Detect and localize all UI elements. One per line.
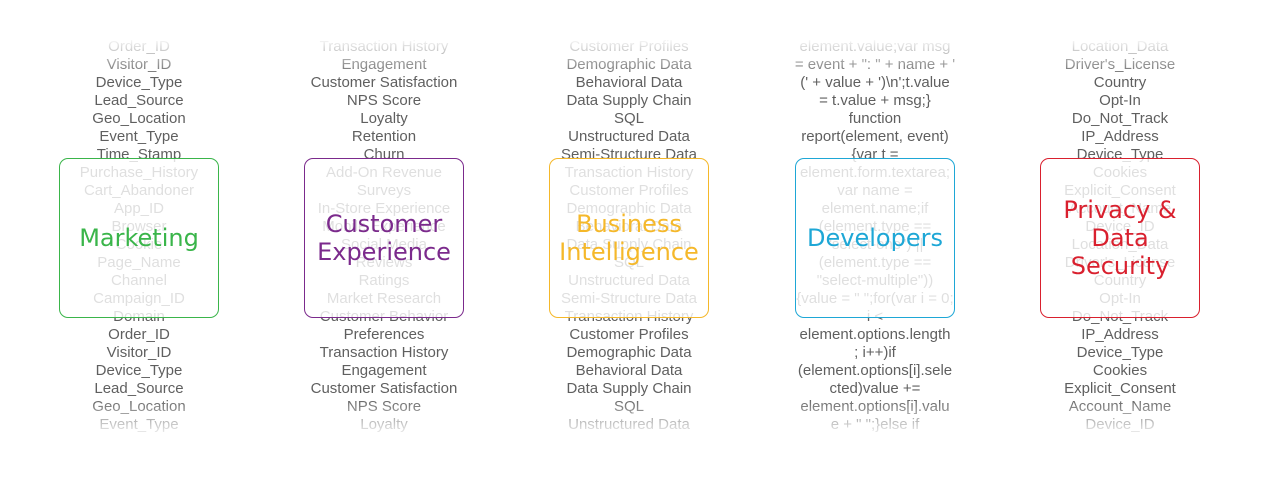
stream-word: Explicit_Consent	[1064, 380, 1176, 397]
stream-word: Visitor_ID	[106, 344, 172, 361]
stream-word: Unstructured Data	[568, 416, 690, 433]
category-label: Privacy & Data Security	[1063, 196, 1177, 280]
category-label: Business Intelligence	[559, 210, 699, 266]
stream-word: Customer Satisfaction	[310, 380, 458, 397]
stream-word: Device_Type	[95, 362, 183, 379]
stream-word: Data Supply Chain	[566, 92, 692, 109]
stream-word: Opt-In	[1099, 92, 1141, 109]
stream-word: element.value;var msg	[799, 38, 951, 55]
stream-word: SQL	[613, 110, 644, 127]
stream-word: IP_Address	[1081, 326, 1159, 343]
stream-word: Account_Name	[1068, 398, 1172, 415]
stream-word: Do_Not_Track	[1071, 110, 1169, 127]
category-label: Marketing	[79, 224, 199, 252]
stream-word: IP_Address	[1081, 128, 1159, 145]
stream-word: Customer Satisfaction	[310, 74, 458, 91]
stream-word: Customer Profiles	[569, 326, 689, 343]
stream-word: Event_Type	[99, 416, 179, 433]
stream-word: Transaction History	[319, 38, 449, 55]
stream-word: Preferences	[343, 326, 425, 343]
stream-word: Loyalty	[360, 416, 408, 433]
stream-word: Cookies	[1092, 362, 1148, 379]
stream-word: Behavioral Data	[575, 74, 683, 91]
stream-word: Retention	[351, 128, 417, 145]
stream-word: NPS Score	[346, 92, 422, 109]
stream-word: (' + value + ')\n';t.value	[800, 74, 950, 91]
stream-word: Unstructured Data	[568, 128, 690, 145]
stream-word: cted)value +=	[829, 380, 921, 397]
stream-word: element.options[i].valu	[800, 398, 950, 415]
category-card-privacy: Privacy & Data Security	[1040, 158, 1200, 318]
stream-word: = event + ": " + name + '	[794, 56, 956, 73]
stream-word: Device_ID	[1085, 416, 1155, 433]
stream-word: Behavioral Data	[575, 362, 683, 379]
stream-word: Loyalty	[360, 110, 408, 127]
category-card-customer-experience: Customer Experience	[304, 158, 464, 318]
stream-word: Event_Type	[99, 128, 179, 145]
category-label: Developers	[807, 224, 943, 252]
stream-word: = t.value + msg;}	[819, 92, 931, 109]
stream-word: Demographic Data	[566, 344, 692, 361]
stream-word: Device_Type	[95, 74, 183, 91]
category-label: Customer Experience	[317, 210, 451, 266]
stream-word: Location_Data	[1071, 38, 1169, 55]
stream-word: element.options.length	[799, 326, 951, 343]
stream-word: Transaction History	[319, 344, 449, 361]
stream-word: Customer Profiles	[569, 38, 689, 55]
stream-word: Driver's_License	[1064, 56, 1176, 73]
stream-word: report(element, event)	[801, 128, 949, 145]
stream-word: Data Supply Chain	[566, 380, 692, 397]
stream-word: Geo_Location	[92, 110, 186, 127]
stream-word: Engagement	[341, 362, 427, 379]
stream-word: e + " ";}else if	[830, 416, 920, 433]
stream-word: Engagement	[341, 56, 427, 73]
stream-word: function	[848, 110, 902, 127]
stream-word: Device_Type	[1076, 344, 1164, 361]
stream-word: Country	[1093, 74, 1147, 91]
stream-word: Lead_Source	[94, 380, 184, 397]
stream-word: Lead_Source	[94, 92, 184, 109]
stream-word: ; i++)if	[854, 344, 896, 361]
stream-word: (element.options[i].sele	[797, 362, 953, 379]
category-card-marketing: Marketing	[59, 158, 219, 318]
category-card-business-intelligence: Business Intelligence	[549, 158, 709, 318]
stream-word: Demographic Data	[566, 56, 692, 73]
stream-word: Order_ID	[108, 326, 170, 343]
stream-word: Geo_Location	[92, 398, 186, 415]
category-card-developers: Developers	[795, 158, 955, 318]
stream-word: SQL	[613, 398, 644, 415]
stream-word: Visitor_ID	[106, 56, 172, 73]
stream-word: NPS Score	[346, 398, 422, 415]
stream-word: Order_ID	[108, 38, 170, 55]
